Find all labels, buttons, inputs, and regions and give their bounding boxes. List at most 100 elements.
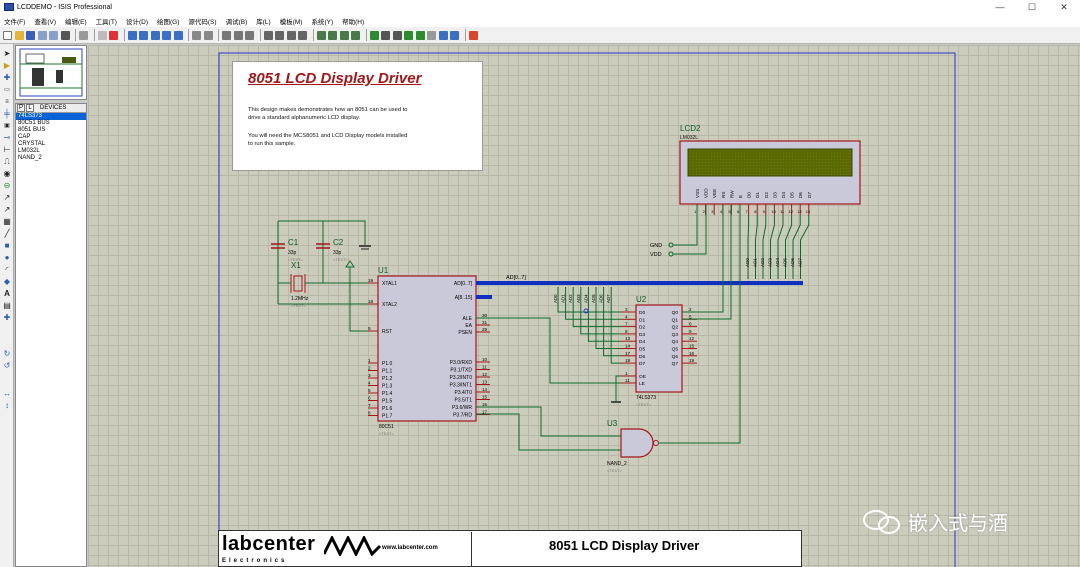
block-copy-icon[interactable] (263, 30, 273, 40)
redo-icon[interactable] (203, 30, 213, 40)
menu-system[interactable]: 系统(Y) (311, 18, 334, 26)
mirror-y-icon[interactable]: ↕ (5, 401, 9, 410)
device-item[interactable]: 8051 BUS (18, 127, 46, 133)
rotate-cw-icon[interactable]: ↻ (3, 349, 11, 358)
ad-label: AD7 (606, 294, 611, 303)
device-item[interactable]: 74LS373 (16, 113, 86, 120)
origin-icon[interactable] (109, 30, 118, 40)
wire-autorouter-icon[interactable] (369, 30, 379, 40)
symbol-tool-icon[interactable]: ▤ (3, 301, 11, 310)
menu-tools[interactable]: 工具(T) (95, 18, 117, 26)
pick-device-icon[interactable] (316, 30, 326, 40)
u2-latch[interactable]: U2 74LS373 <TEXT> 3D04D17D28D313D414D517… (476, 295, 697, 407)
zoom-area-icon[interactable] (173, 30, 183, 40)
graph-mode-icon[interactable]: ⎍ (4, 157, 10, 166)
menu-debug[interactable]: 调试(B) (225, 18, 248, 26)
line-tool-icon[interactable]: ╱ (4, 229, 10, 238)
selection-mode-icon[interactable]: ➤ (3, 49, 11, 58)
save-icon[interactable] (26, 30, 35, 40)
tape-mode-icon[interactable]: ◉ (3, 169, 11, 178)
pick-device-button[interactable]: P (17, 104, 25, 112)
ad-label: AD0 (745, 258, 750, 267)
rotate-ccw-icon[interactable]: ↺ (3, 361, 11, 370)
generator-mode-icon[interactable]: ⊖ (3, 181, 11, 190)
block-move-icon[interactable] (275, 30, 284, 40)
menu-view[interactable]: 查看(V) (34, 18, 56, 26)
library-manager-button[interactable]: L (26, 104, 34, 112)
menu-help[interactable]: 帮助(H) (342, 18, 365, 26)
zoom-out-icon[interactable] (150, 30, 160, 40)
mirror-x-icon[interactable]: ↔ (3, 389, 11, 398)
device-item[interactable]: CRYSTAL (18, 141, 46, 147)
property-tool-icon[interactable] (392, 30, 402, 40)
refresh-icon[interactable] (79, 30, 88, 40)
device-item[interactable]: LM032L (18, 148, 40, 154)
cut-icon[interactable] (222, 30, 231, 40)
virtual-instrument-icon[interactable]: ▦ (3, 217, 11, 226)
make-device-icon[interactable] (328, 30, 337, 40)
copy-icon[interactable] (233, 30, 243, 40)
pan-icon[interactable] (127, 30, 137, 40)
zoom-all-icon[interactable] (162, 30, 171, 40)
packaging-icon[interactable] (339, 30, 349, 40)
lcd-component[interactable]: LCD2 LM032L VSS1VDD2VEE3RS4RW5E6D07D18D2… (679, 124, 861, 279)
bill-of-materials-icon[interactable] (438, 30, 448, 40)
menu-source[interactable]: 源代码(S) (188, 18, 217, 26)
block-rotate-icon[interactable] (286, 30, 296, 40)
subcircuit-mode-icon[interactable]: ▣ (4, 123, 10, 129)
open-folder-icon[interactable] (14, 30, 24, 40)
u1-pin-number: 19 (368, 278, 374, 283)
toolbar-separator (188, 29, 189, 41)
netlist-icon[interactable] (450, 30, 459, 40)
minimize-button[interactable]: — (995, 2, 1005, 12)
device-item[interactable]: CAP (18, 134, 31, 140)
pin-mode-icon[interactable]: ⊢ (3, 145, 11, 154)
lcd-data-wire (792, 215, 801, 279)
menu-template[interactable]: 模板(M) (279, 18, 303, 26)
print-icon[interactable] (60, 30, 70, 40)
voltage-probe-icon[interactable]: ↗ (3, 193, 11, 202)
search-tag-icon[interactable] (381, 30, 390, 40)
goto-sheet-icon[interactable] (427, 30, 436, 40)
junction-mode-icon[interactable]: ✚ (3, 73, 11, 82)
paste-icon[interactable] (245, 30, 254, 40)
menu-design[interactable]: 设计(D) (125, 18, 148, 26)
circle-tool-icon[interactable]: ● (4, 253, 10, 262)
device-item[interactable]: 80C51 BUS (18, 120, 50, 126)
zoom-in-icon[interactable] (139, 30, 148, 40)
menu-file[interactable]: 文件(F) (4, 18, 26, 26)
rs-wire (682, 205, 724, 313)
device-item[interactable]: NAND_2 (18, 155, 42, 161)
import-icon[interactable] (37, 30, 47, 40)
marker-tool-icon[interactable]: ✚ (3, 313, 11, 322)
new-sheet-icon[interactable] (404, 30, 413, 40)
labcenter-logo: labcenter www.labcenter.com Electronics (220, 532, 472, 567)
u1-microcontroller[interactable]: U1 80C51 <TEXT> 19XTAL118XTAL29RST1P1.02… (368, 266, 490, 436)
new-file-icon[interactable] (3, 30, 12, 40)
u3-nand-gate[interactable]: U3 NAND_2 <TEXT> (476, 205, 741, 473)
undo-icon[interactable] (192, 30, 201, 40)
menu-edit[interactable]: 编辑(E) (64, 18, 87, 26)
text-tool-icon[interactable]: A (4, 289, 10, 298)
path-tool-icon[interactable]: ◆ (3, 277, 11, 286)
export-icon[interactable] (49, 30, 58, 40)
menu-graph[interactable]: 绘图(G) (157, 18, 180, 26)
arc-tool-icon[interactable]: ◜ (5, 265, 9, 274)
text-script-mode-icon[interactable]: ≡ (5, 99, 9, 105)
menu-library[interactable]: 库(L) (256, 18, 271, 26)
remove-sheet-icon[interactable] (415, 30, 425, 40)
close-button[interactable]: ✕ (1060, 1, 1068, 12)
maximize-button[interactable]: ☐ (1027, 1, 1037, 12)
bus-mode-icon[interactable]: ╪ (4, 109, 10, 118)
component-mode-icon[interactable]: ▶ (3, 61, 11, 70)
ares-icon[interactable] (468, 30, 478, 40)
u1-pin-label: EA (465, 323, 472, 329)
block-delete-icon[interactable] (298, 30, 307, 40)
wire-label-mode-icon[interactable]: ▭ (4, 87, 10, 93)
current-probe-icon[interactable]: ↗ (3, 205, 11, 214)
overview-window[interactable] (15, 45, 87, 100)
box-tool-icon[interactable]: ■ (4, 241, 10, 250)
grid-icon[interactable] (97, 30, 107, 40)
terminal-mode-icon[interactable]: ⊸ (3, 133, 11, 142)
decompose-icon[interactable] (351, 30, 360, 40)
